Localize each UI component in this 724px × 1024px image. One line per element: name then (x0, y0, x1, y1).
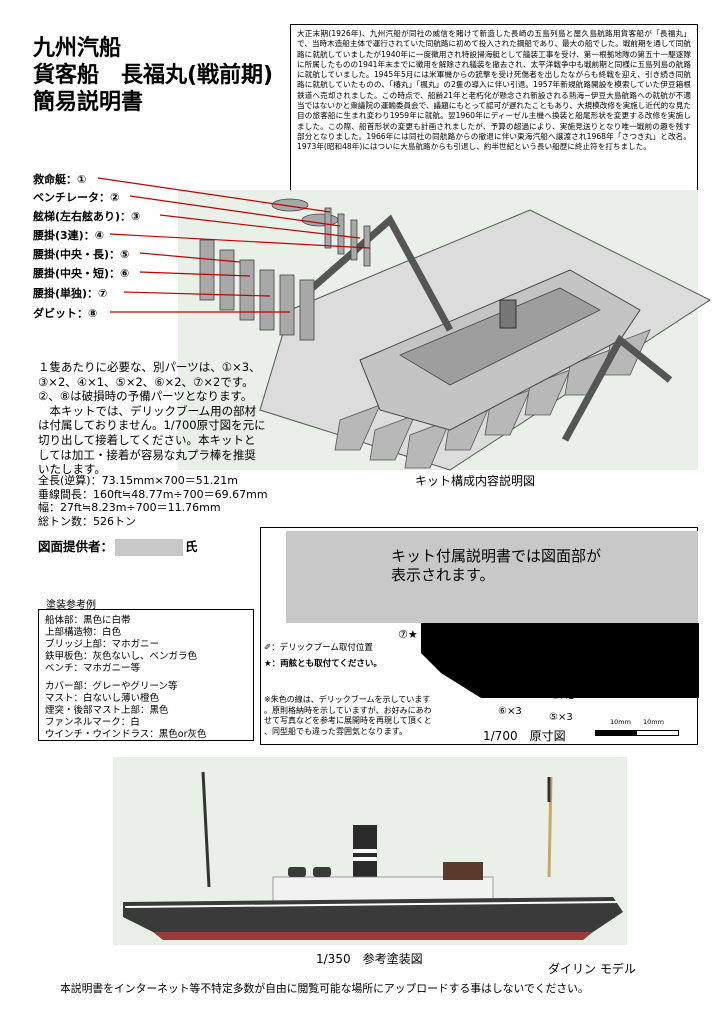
ship-profile (123, 771, 623, 940)
title-doc: 簡易説明書 (33, 90, 144, 115)
spec-beam: 幅：27ft≒8.23m÷700＝11.76mm (38, 501, 221, 515)
fore-mast (201, 771, 211, 888)
drawing-fragment (421, 623, 699, 698)
leader-lines (97, 177, 371, 313)
paint-profile-panel (113, 757, 627, 945)
part-label-bench-center-long: 腰掛(中央・長)：⑤ (33, 248, 130, 261)
kit-parts-illustration (178, 190, 710, 471)
spec-perpendicular: 垂線間長：160ft≒48.77m÷700＝69.67mm (38, 487, 268, 501)
warning-line: 、同型船でも違った雰囲気となります。 (264, 726, 407, 736)
part-label-bench-center-short: 腰掛(中央・短)：⑥ (33, 267, 130, 280)
drawing-box: キット付属説明書では図面部が 表示されます。 ⑦★ ✐：デリックブーム取付位置 … (260, 527, 699, 745)
title-ship: 貨客船 長福丸(戦前期) (33, 63, 274, 88)
spec-length: 全長(逆算)：73.15mm×700＝51.21m (38, 474, 238, 487)
paint-line: ベンチ：マホガニー等 (45, 663, 141, 674)
count-lifeboat: ①×3 (551, 691, 575, 702)
aft-mast (547, 776, 553, 878)
warning-line: 。原則格納時を示していますが、お好みにあわ (264, 705, 432, 715)
notes-line: いたします。 (38, 462, 106, 477)
drawing-warning: ※朱色の線は、デリックブームを示しています 。原則格納時を示していますが、お好み… (264, 695, 432, 737)
paint-line: カバー部：グレーやグリーン等 (45, 681, 178, 692)
placeholder-line1: キット付属説明書では図面部が (391, 547, 602, 565)
scale-bar-fill (596, 731, 637, 735)
notes-line: ③×2、④×1、⑤×2、⑥×2、⑦×2です。 (38, 374, 254, 389)
provider-redacted (115, 539, 184, 556)
legend-star: ★：両舷とも取付てください。 (264, 659, 382, 669)
kit-caption: キット構成内容説明図 (415, 474, 536, 488)
marker-bench-single: ⑦★ (398, 628, 418, 641)
spec-tonnage: 総トン数：526トン (38, 514, 136, 528)
legend-boom: ：デリックブーム取付位置 (271, 643, 373, 653)
warning-line: ※朱色の線は、デリックブームを示しています (264, 695, 431, 704)
provider-suffix: 氏 (185, 539, 198, 554)
part-label-lifeboat: 救命艇：① (33, 173, 87, 186)
notes-line: しては加工・接着が容易な丸プラ棒を推奨 (38, 447, 256, 462)
paint-line: 上部構造物：白色 (45, 627, 122, 638)
scale-bar (595, 730, 679, 736)
kit-notes: １隻あたりに必要な、別パーツは、①×3、 ③×2、④×1、⑤×2、⑥×2、⑦×2… (38, 360, 278, 477)
paint-heading: 塗装参考例 (46, 600, 96, 611)
count-bench-long: ⑤×3 (549, 712, 573, 723)
part-label-bench-single: 腰掛(単独)：⑦ (33, 287, 108, 300)
notes-line: 本キットでは、デリックブーム用の部材 (38, 403, 257, 418)
ship-specs: 全長(逆算)：73.15mm×700＝51.21m 垂線間長：160ft≒48.… (38, 474, 268, 528)
paint-line: ウインチ・ウインドラス：黒色or灰色 (45, 729, 207, 740)
part-label-davit: ダビット：⑧ (33, 307, 98, 320)
notes-line: ②、⑧は破損時の予備パーツとなります。 (38, 389, 253, 404)
placeholder-line2: 表示されます。 (391, 566, 495, 584)
footer-notice: 本説明書をインターネット等不特定多数が自由に閲覧可能な場所にアップロードする事は… (60, 982, 589, 995)
drawing-provider: 図面提供者： 氏 (38, 536, 198, 556)
paint-line: 船体部：黒色に白帯 (45, 615, 131, 626)
count-bench-short: ⑥×3 (498, 706, 522, 717)
boom-icon: ✐ (264, 643, 272, 653)
paint-box: 船体部：黒色に白帯 上部構造物：白色 ブリッジ上部：マホガニー 鉄甲板色：灰色な… (38, 609, 254, 741)
part-label-ventilator: ベンチレータ：② (33, 191, 120, 204)
paint-line: 鉄甲板色：灰色ないし、ベンガラ色 (45, 651, 198, 662)
scale-label-a: 10mm (610, 718, 631, 726)
history-text: 大正末期(1926年)、九州汽船が同社の威信を賭けて新造した長崎の五島列島と屋久… (297, 29, 691, 152)
notes-line: １隻あたりに必要な、別パーツは、①×3、 (38, 360, 261, 374)
paint-line: 煙突・後部マスト上部：黒色 (45, 705, 169, 716)
legend-boom-row: ✐：デリックブーム取付位置 (264, 641, 373, 653)
history-box: 大正末期(1926年)、九州汽船が同社の威信を賭けて新造した長崎の五島列島と屋久… (290, 24, 698, 198)
part-label-gangway: 舷梯(左右舷あり)：③ (33, 210, 141, 223)
title-company: 九州汽船 (33, 36, 122, 61)
drawing-caption: 1/700 原寸図 (483, 729, 566, 743)
provider-label: 図面提供者： (38, 539, 114, 554)
warning-line: せて写真などを参考に展開時を再現して頂くと (264, 716, 432, 725)
maker-name: ダイリン モデル (548, 962, 636, 976)
drawing-placeholder: キット付属説明書では図面部が 表示されます。 (286, 531, 698, 623)
profile-caption: 1/350 参考塗装図 (316, 952, 423, 966)
paint-line: マスト：白ないし薄い橙色 (45, 693, 160, 704)
scale-label-b: 10mm (643, 718, 664, 726)
paint-line: ブリッジ上部：マホガニー (45, 639, 160, 650)
notes-line: 切り出して接着してください。本キットと (38, 432, 256, 447)
part-label-bench-3: 腰掛(3連)：④ (33, 229, 105, 242)
notes-line: は付属しておりません。1/700原寸図を元に (38, 418, 266, 433)
paint-line: ファンネルマーク：白 (45, 717, 140, 728)
